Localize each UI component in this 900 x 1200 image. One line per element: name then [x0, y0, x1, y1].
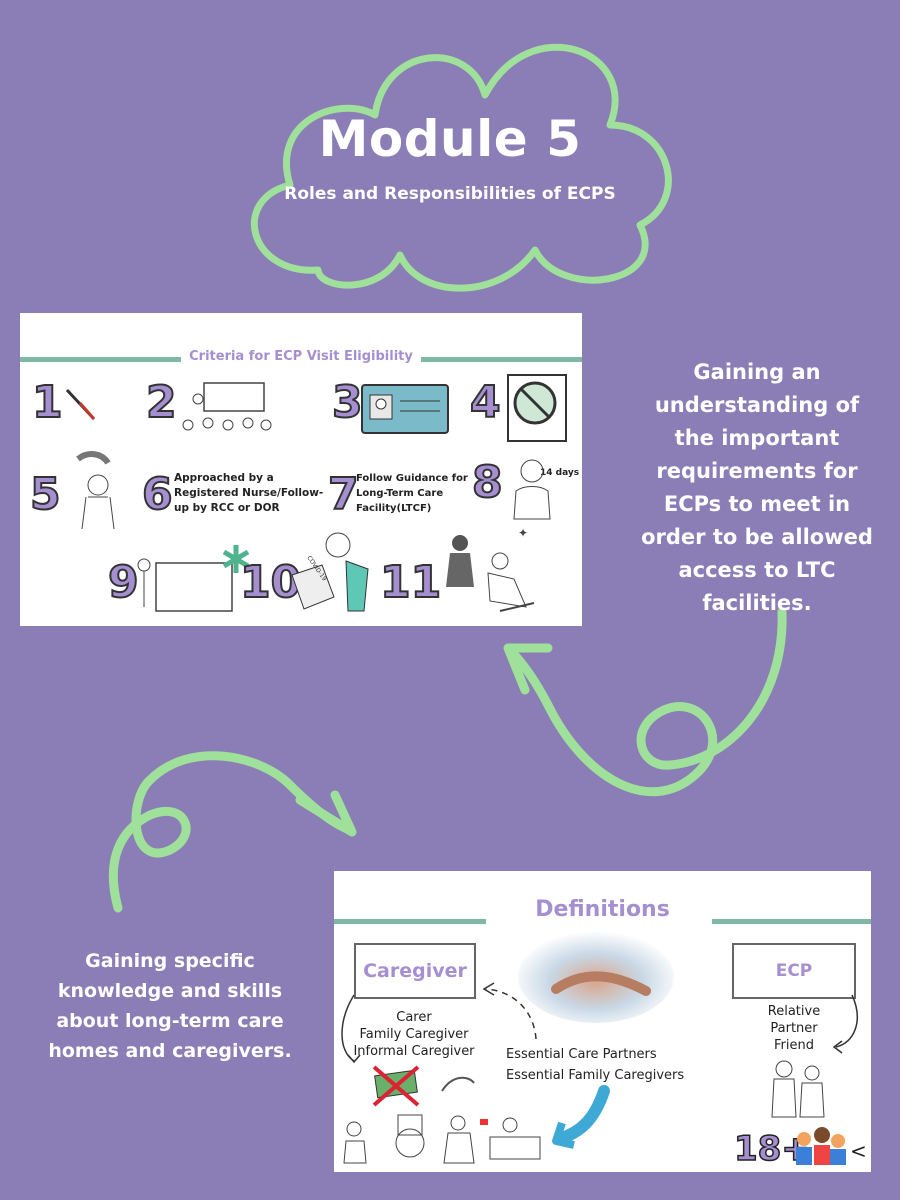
- definitions-heading: Definitions: [535, 897, 670, 922]
- care-activities-sketch: [343, 1114, 541, 1164]
- holding-hands-photo: [518, 931, 674, 1023]
- number-5: 5: [29, 469, 62, 520]
- arrow-curl-top: [505, 607, 787, 797]
- number-10: 10: [239, 557, 302, 608]
- syringe-icon: [65, 388, 96, 421]
- arrowhead-top: [503, 643, 553, 695]
- term-essential-care-partners: Essential Care Partners: [506, 1047, 657, 1062]
- term-carer: Carer: [396, 1010, 432, 1025]
- number-9: 9: [107, 557, 140, 608]
- number-4: 4: [469, 377, 502, 428]
- item-7-text: Follow Guidance for Long-Term Care Facil…: [356, 473, 468, 514]
- arrow-curl-bottom: [108, 751, 355, 913]
- criteria-panel: Criteria for ECP Visit Eligibility 1 2 3…: [20, 313, 582, 626]
- medical-sign-icon: [137, 545, 250, 612]
- elderly-couple-sketch: [771, 1060, 825, 1118]
- term-essential-family-caregivers: Essential Family Caregivers: [506, 1068, 685, 1083]
- number-2: 2: [145, 377, 178, 428]
- reading-person-icon: [291, 532, 369, 612]
- module-title: Module 5: [318, 110, 582, 168]
- number-3: 3: [331, 377, 364, 428]
- definitions-panel: Definitions Caregiver ECP Carer Family C…: [334, 871, 871, 1172]
- item-8-note: 14 days: [540, 468, 580, 478]
- number-6: 6: [141, 469, 174, 520]
- ecp-terms: Relative Partner Friend: [754, 1003, 834, 1054]
- definitions-arrows: [341, 982, 858, 1149]
- term-relative: Relative: [767, 1004, 821, 1019]
- criteria-heading: Criteria for ECP Visit Eligibility: [20, 349, 582, 364]
- presentation-icon: [182, 382, 272, 431]
- arrowhead-bottom: [295, 790, 357, 837]
- item-6-text: Approached by a Registered Nurse/Follow-…: [174, 472, 324, 514]
- no-entry-door-icon: [507, 374, 567, 442]
- ecp-box: ECP: [732, 943, 856, 999]
- module-subtitle: Roles and Responsibilities of ECPS: [284, 184, 616, 204]
- svg-text:✦: ✦: [518, 527, 528, 540]
- term-family-caregiver: Family Caregiver: [359, 1027, 469, 1042]
- number-1: 1: [31, 377, 64, 428]
- term-informal-caregiver: Informal Caregiver: [353, 1044, 475, 1059]
- definitions-description: Gaining specific knowledge and skills ab…: [48, 950, 292, 1062]
- term-partner: Partner: [770, 1021, 818, 1036]
- number-8: 8: [471, 457, 504, 508]
- id-card-icon: [361, 384, 449, 434]
- less-than-symbol: <: [850, 1139, 867, 1163]
- header-bar-right: [712, 919, 871, 924]
- number-11: 11: [379, 557, 442, 608]
- children-family-icon: [796, 1127, 846, 1165]
- ecp-full-terms: Essential Care Partners Essential Family…: [506, 1046, 686, 1084]
- no-money-icon: [372, 1065, 475, 1107]
- cloud-outline: [250, 43, 672, 292]
- criteria-description: Gaining an understanding of the importan…: [641, 360, 873, 615]
- phone-person-icon: [513, 459, 551, 520]
- header-bar-left: [334, 919, 486, 924]
- term-friend: Friend: [774, 1038, 814, 1053]
- number-7: 7: [327, 469, 360, 520]
- caregiver-terms: Carer Family Caregiver Informal Caregive…: [344, 1009, 484, 1060]
- fall-assistance-icon: ✦: [446, 527, 535, 612]
- caregiver-box: Caregiver: [354, 943, 476, 999]
- caregiver-sketch-icon: [76, 451, 115, 530]
